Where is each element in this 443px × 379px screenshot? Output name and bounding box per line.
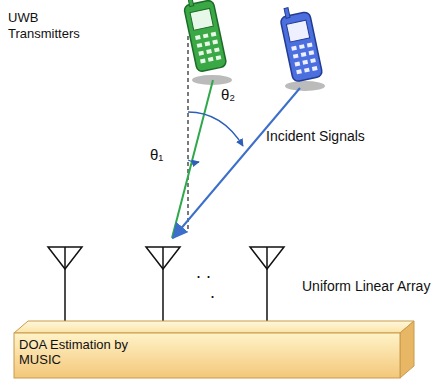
transmitter-label: UWB Transmitters xyxy=(8,10,98,42)
antenna-array xyxy=(48,247,284,322)
theta1-arc xyxy=(188,160,199,162)
process-box: DOA Estimation by MUSIC xyxy=(16,334,216,370)
angle-label: θ₁ xyxy=(150,146,180,164)
blue-phone xyxy=(278,4,325,91)
box-text: DOA Estimation by MUSIC xyxy=(19,337,159,367)
angle-label: θ₂ xyxy=(221,86,251,104)
signal-label: Incident Signals xyxy=(266,128,396,145)
ellipsis-dots: . . xyxy=(196,262,226,283)
theta2-arc xyxy=(188,112,243,146)
ellipsis-dots: . xyxy=(210,282,230,303)
green-phone xyxy=(182,0,232,85)
blue-signal xyxy=(173,88,300,238)
normal-line xyxy=(187,36,188,232)
array-label: Uniform Linear Array xyxy=(302,278,432,295)
processor-box xyxy=(14,321,414,378)
